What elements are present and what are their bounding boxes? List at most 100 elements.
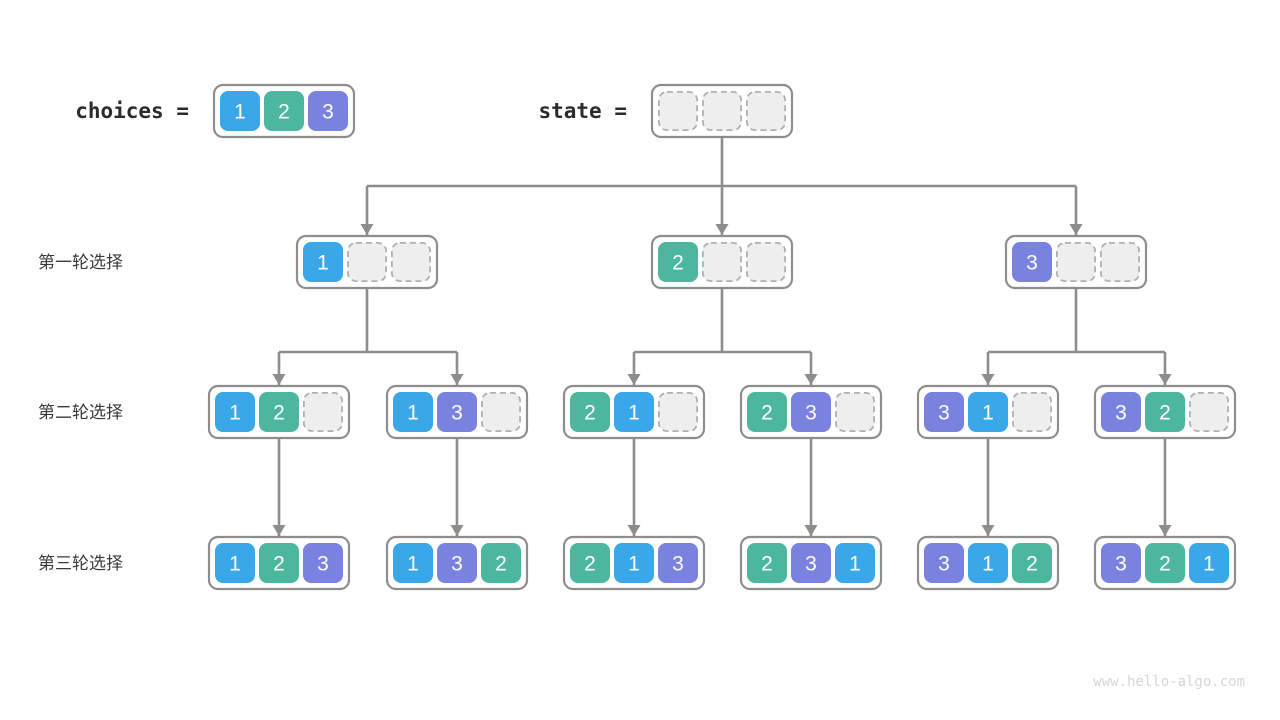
cell-filled	[437, 392, 477, 432]
edge-arrowhead	[715, 224, 729, 235]
edge-arrowhead	[1158, 374, 1172, 385]
cell-empty	[1056, 241, 1097, 282]
cell-empty	[1189, 391, 1230, 432]
cell-value: 1	[229, 402, 241, 425]
edge-arrowhead	[450, 525, 464, 536]
cell-filled	[215, 392, 255, 432]
cell-filled	[215, 543, 255, 583]
cell-filled	[1101, 543, 1141, 583]
cell-filled	[259, 392, 299, 432]
row-label-level-1: 第一轮选择	[38, 253, 123, 272]
cell-filled	[308, 91, 348, 131]
edge-arrowhead	[1158, 525, 1172, 536]
cell-filled	[393, 392, 433, 432]
edge-arrowhead	[360, 224, 374, 235]
cell-filled	[437, 543, 477, 583]
cell-value: 3	[805, 402, 817, 425]
edge-arrowhead	[272, 525, 286, 536]
edge-arrowhead	[804, 525, 818, 536]
cell-filled	[393, 543, 433, 583]
cell-filled	[924, 543, 964, 583]
cell-empty	[1012, 391, 1053, 432]
cell-filled	[791, 392, 831, 432]
cell-filled	[1012, 543, 1052, 583]
cell-filled	[614, 543, 654, 583]
cell-value: 3	[938, 402, 950, 425]
cell-value: 2	[761, 553, 773, 576]
cell-filled	[1145, 543, 1185, 583]
cell-value: 3	[938, 553, 950, 576]
choices-label: choices =	[75, 99, 189, 123]
cell-filled	[303, 242, 343, 282]
cell-filled	[570, 392, 610, 432]
cell-value: 3	[317, 553, 329, 576]
cell-filled	[481, 543, 521, 583]
cell-value: 1	[628, 402, 640, 425]
cell-value: 2	[273, 553, 285, 576]
cell-filled	[614, 392, 654, 432]
cell-empty	[835, 391, 876, 432]
cell-filled	[658, 242, 698, 282]
row-label-level-3: 第三轮选择	[38, 554, 123, 573]
cell-value: 3	[451, 553, 463, 576]
state-node-l3-4: 2 3 1	[739, 535, 883, 591]
cell-empty	[302, 391, 343, 432]
cell-filled	[264, 91, 304, 131]
cell-filled	[924, 392, 964, 432]
cell-empty	[746, 91, 787, 132]
cell-value: 1	[317, 252, 329, 275]
edge-arrowhead	[272, 374, 286, 385]
cell-value: 2	[1159, 402, 1171, 425]
cell-filled	[570, 543, 610, 583]
cell-value: 2	[1159, 553, 1171, 576]
cell-filled	[259, 543, 299, 583]
cell-value: 3	[322, 101, 334, 124]
cell-value: 1	[982, 402, 994, 425]
cell-value: 1	[1203, 553, 1215, 576]
state-label: state =	[538, 99, 627, 123]
cell-filled	[303, 543, 343, 583]
cell-value: 2	[273, 402, 285, 425]
cell-filled	[1145, 392, 1185, 432]
cell-filled	[1189, 543, 1229, 583]
cell-filled	[1101, 392, 1141, 432]
row-label-level-2: 第二轮选择	[38, 403, 123, 422]
edge-arrowhead	[1069, 224, 1083, 235]
cell-value: 2	[278, 101, 290, 124]
cell-value: 3	[805, 553, 817, 576]
cell-filled	[747, 543, 787, 583]
cell-value: 1	[849, 553, 861, 576]
choices-array: 1 2 3	[212, 83, 356, 139]
edge-arrowhead	[804, 374, 818, 385]
cell-value: 1	[628, 553, 640, 576]
edge-arrowhead	[627, 374, 641, 385]
cell-empty	[658, 91, 699, 132]
cell-value: 1	[982, 553, 994, 576]
cell-value: 1	[407, 402, 419, 425]
cell-filled	[1012, 242, 1052, 282]
cell-value: 3	[1115, 402, 1127, 425]
cell-filled	[220, 91, 260, 131]
edge-arrowhead	[981, 525, 995, 536]
cell-value: 1	[407, 553, 419, 576]
cell-empty	[480, 391, 521, 432]
cell-value: 1	[234, 101, 246, 124]
cell-value: 2	[761, 402, 773, 425]
watermark: www.hello-algo.com	[1093, 674, 1245, 690]
cell-empty	[346, 241, 387, 282]
cell-filled	[968, 543, 1008, 583]
cell-filled	[791, 543, 831, 583]
cell-value: 1	[229, 553, 241, 576]
edge-arrowhead	[627, 525, 641, 536]
cell-filled	[658, 543, 698, 583]
